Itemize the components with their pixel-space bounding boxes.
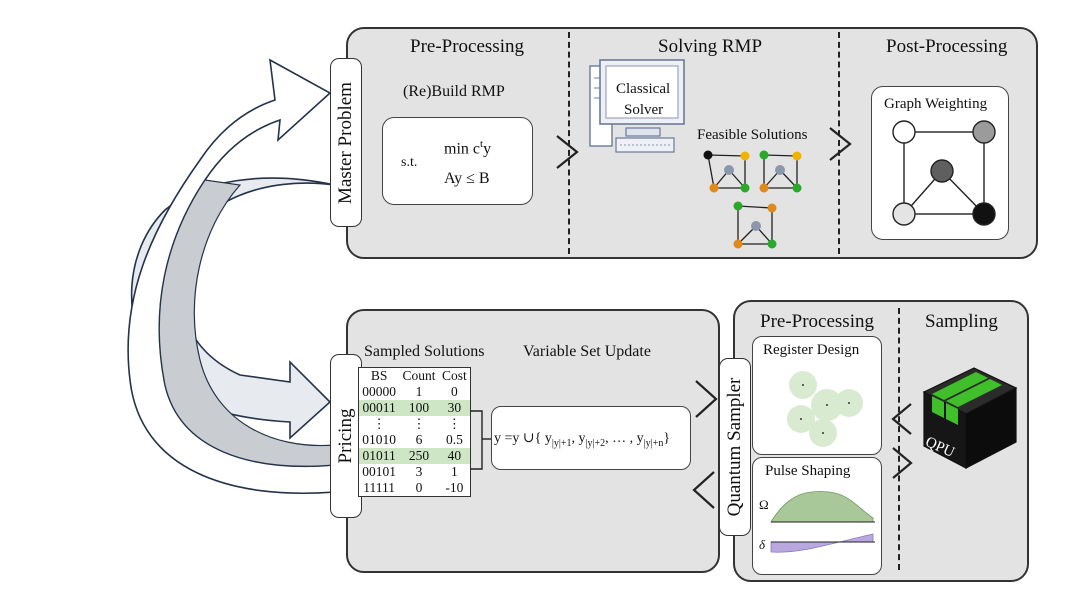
delta-label: δ: [759, 537, 766, 552]
pulse-shaping-box: Pulse Shaping Ω δ: [752, 457, 882, 575]
pulse-shaping-text: Pulse Shaping: [765, 463, 851, 479]
omega-pulse: [770, 491, 874, 523]
master-solve-header: Solving RMP: [658, 36, 763, 57]
master-problem-text: Master Problem: [335, 81, 356, 204]
classical-solver-line2: Solver: [624, 102, 664, 118]
pulse-waveforms: [770, 491, 875, 553]
master-problem-label: Master Problem: [330, 58, 362, 227]
node-black: [972, 202, 996, 226]
node: [703, 150, 713, 160]
quantum-pre-header: Pre-Processing: [760, 311, 874, 332]
node-light: [892, 202, 916, 226]
graph-weighting-text: Graph Weighting: [884, 96, 988, 112]
quantum-sampler-label: Quantum Sampler: [719, 358, 751, 536]
master-post-header: Post-Processing: [886, 36, 1008, 57]
master-divider-1: [568, 32, 570, 254]
bracket-connector: [470, 410, 492, 470]
computer-icon: [589, 59, 685, 153]
delta-pulse: [770, 533, 874, 553]
chevron-right-icon: [695, 380, 718, 418]
master-divider-2: [838, 32, 840, 254]
node-gray: [972, 120, 996, 144]
sampling-header: Sampling: [925, 311, 998, 332]
register-design-box: Register Design: [752, 336, 882, 455]
chevron-right-icon: [829, 127, 852, 161]
chevron-right-icon: [556, 135, 579, 169]
feasible-solutions-text: Feasible Solutions: [697, 127, 808, 143]
rebuild-rmp-text: (Re)Build RMP: [403, 83, 505, 100]
feasible-graphs: [703, 150, 802, 249]
update-formula: y =y ∪{ y|y|+1, y|y|+2, … , y|y|+n}: [494, 431, 671, 449]
sampled-solutions-header: Sampled Solutions: [364, 343, 485, 360]
graph-weighting-box: Graph Weighting: [871, 86, 1009, 240]
variable-set-update-header: Variable Set Update: [523, 343, 651, 360]
variable-update-box: y =y ∪{ y|y|+1, y|y|+2, … , y|y|+n}: [491, 406, 691, 470]
st-text: s.t.: [401, 155, 418, 170]
objective-text: min cty: [444, 138, 492, 158]
node-darkgray: [930, 159, 954, 183]
omega-label: Ω: [759, 497, 769, 512]
constraint-text: Ay ≤ B: [444, 170, 490, 187]
classical-solver-line1: Classical: [616, 81, 671, 97]
quantum-divider: [898, 308, 900, 570]
master-pre-header: Pre-Processing: [410, 36, 524, 57]
pricing-text: Pricing: [335, 408, 356, 464]
gray-arrow-tail: [158, 179, 336, 467]
chevron-left-icon: [891, 403, 912, 435]
chevron-right-icon: [892, 447, 913, 479]
quantum-sampler-text: Quantum Sampler: [724, 377, 745, 517]
register-design-text: Register Design: [763, 342, 860, 358]
node-white: [892, 120, 916, 144]
qpu-cube-icon: [922, 367, 1018, 469]
rmp-formula-box: s.t. min cty Ay ≤ B: [382, 117, 533, 205]
chevron-left-icon: [692, 471, 715, 509]
register-atoms: [787, 371, 863, 447]
weighted-graph: [892, 120, 996, 226]
table-row: ⋮⋮⋮: [372, 416, 462, 431]
